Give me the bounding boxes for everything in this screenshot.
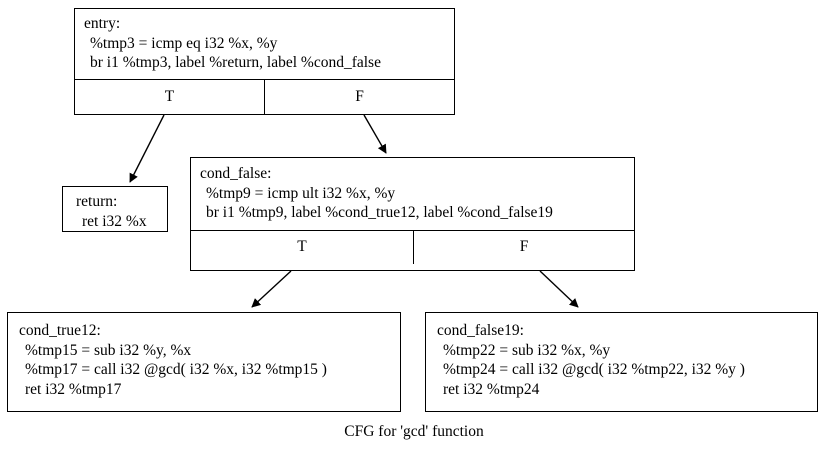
edge-cond-false-false-to-cond-false19 (539, 270, 579, 308)
node-cond-false19-line-1: %tmp24 = call i32 @gcd( i32 %tmp22, i32 … (443, 361, 745, 378)
node-cond-false-line-1: br i1 %tmp9, label %cond_true12, label %… (206, 204, 553, 221)
node-entry-line-1: br i1 %tmp3, label %return, label %cond_… (90, 54, 381, 71)
node-cond-false-port-false[interactable]: F (413, 230, 634, 264)
node-cond-true12-label: cond_true12: (19, 322, 101, 339)
node-entry-label: entry: (84, 15, 121, 32)
edge-cond-false-true-to-cond-true12 (251, 270, 292, 308)
node-cond-true12-body: cond_true12: %tmp15 = sub i32 %y, %x %tm… (8, 313, 400, 406)
node-cond-true12[interactable]: cond_true12: %tmp15 = sub i32 %y, %x %tm… (7, 312, 401, 412)
node-cond-false19[interactable]: cond_false19: %tmp22 = sub i32 %x, %y %t… (425, 312, 818, 412)
node-return[interactable]: return: ret i32 %x (62, 186, 168, 232)
node-entry-port-false[interactable]: F (264, 79, 454, 115)
node-cond-false19-label: cond_false19: (437, 322, 524, 339)
node-cond-true12-line-0: %tmp15 = sub i32 %y, %x (25, 341, 192, 359)
node-cond-false-label: cond_false: (200, 165, 272, 182)
node-return-label: return: (76, 193, 118, 210)
node-entry-port-true[interactable]: T (164, 88, 175, 105)
edge-entry-false-to-cond-false (363, 114, 387, 154)
node-cond-false[interactable]: cond_false: %tmp9 = icmp ult i32 %x, %y … (190, 157, 635, 271)
node-return-body: return: ret i32 %x (63, 187, 167, 237)
node-cond-false-line-0: %tmp9 = icmp ult i32 %x, %y (206, 184, 396, 202)
node-cond-true12-line-1: %tmp17 = call i32 @gcd( i32 %x, i32 %tmp… (25, 361, 327, 378)
node-cond-true12-line-2: ret i32 %tmp17 (25, 380, 122, 398)
node-entry-ports: T F (75, 78, 454, 115)
node-return-line-0: ret i32 %x (82, 212, 147, 230)
edge-entry-true-to-return (129, 114, 165, 183)
node-cond-false-ports: T F (191, 229, 634, 264)
node-cond-false-port-true[interactable]: T (297, 238, 307, 255)
node-cond-false19-body: cond_false19: %tmp22 = sub i32 %x, %y %t… (426, 313, 817, 406)
node-entry[interactable]: entry: %tmp3 = icmp eq i32 %x, %y br i1 … (74, 8, 455, 115)
node-entry-body: entry: %tmp3 = icmp eq i32 %x, %y br i1 … (75, 9, 454, 79)
node-cond-false-body: cond_false: %tmp9 = icmp ult i32 %x, %y … (191, 158, 634, 230)
node-cond-false19-line-2: ret i32 %tmp24 (443, 380, 540, 398)
node-cond-false19-line-0: %tmp22 = sub i32 %x, %y (443, 341, 611, 359)
graph-caption: CFG for 'gcd' function (344, 423, 484, 440)
node-entry-line-0: %tmp3 = icmp eq i32 %x, %y (90, 34, 278, 52)
